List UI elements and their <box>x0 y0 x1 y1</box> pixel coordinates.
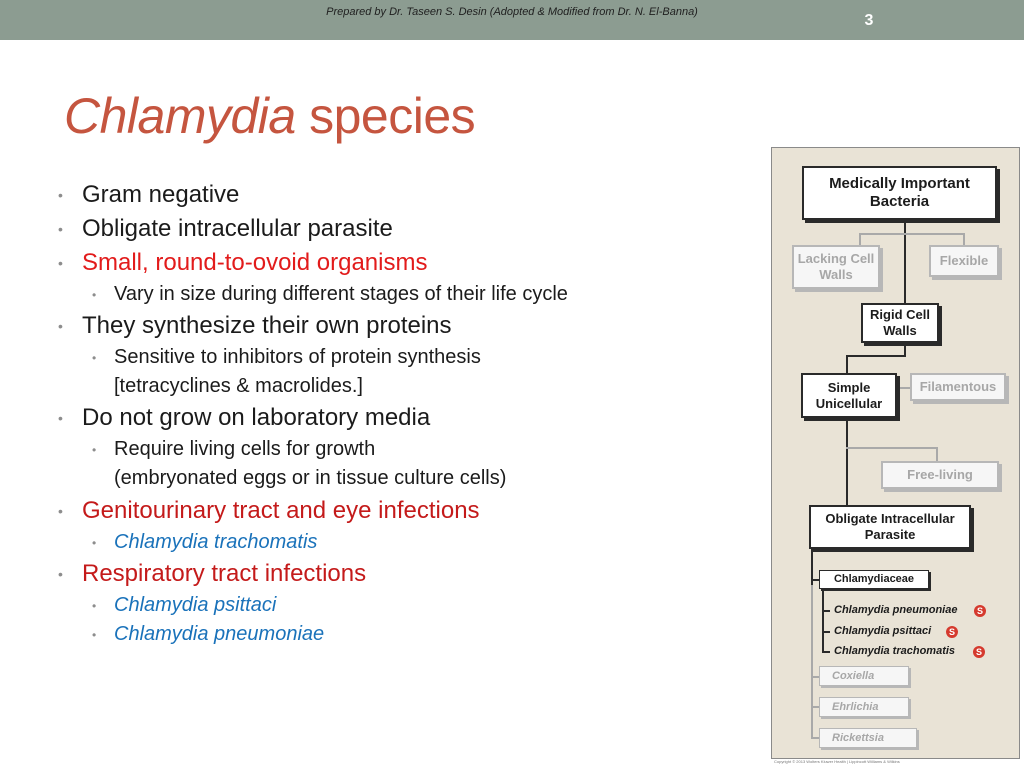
simple-unicellular-box: Simple Unicellular <box>801 373 897 418</box>
connector-line <box>936 447 938 461</box>
s-badge-icon: S <box>946 626 958 638</box>
chlamydiaceae-box: Chlamydiaceae <box>819 570 929 589</box>
species-label: Chlamydia pneumoniae <box>834 604 958 616</box>
header-bar: Prepared by Dr. Taseen S. Desin (Adopted… <box>0 0 1024 40</box>
page-number: 3 <box>864 12 874 29</box>
sub-bullet-item: •Chlamydia pneumoniae <box>92 623 325 645</box>
obligate-intracellular-box: Obligate Intracellular Parasite <box>809 505 971 549</box>
lacking-cell-walls-box: Lacking Cell Walls <box>792 245 880 289</box>
connector-line <box>904 343 906 355</box>
sub-bullet-item: •Vary in size during different stages of… <box>92 283 568 305</box>
s-badge-icon: S <box>973 646 985 658</box>
connector-line <box>896 387 910 389</box>
connector-line <box>811 549 813 585</box>
s-badge-icon: S <box>974 605 986 617</box>
bullet-item: •Genitourinary tract and eye infections <box>58 497 480 524</box>
connector-line <box>811 676 819 678</box>
connector-line <box>846 355 906 357</box>
root-box: Medically Important Bacteria <box>802 166 997 220</box>
rigid-cell-walls-box: Rigid Cell Walls <box>861 303 939 343</box>
connector-line <box>811 706 819 708</box>
species-label: Chlamydia trachomatis <box>834 645 956 657</box>
bullet-item: •They synthesize their own proteins <box>58 312 452 339</box>
bullet-icon: • <box>58 255 63 271</box>
bullet-icon: • <box>92 536 97 550</box>
connector-line <box>859 233 965 235</box>
bullet-item: •Gram negative <box>58 181 240 208</box>
bullet-icon: • <box>58 566 63 582</box>
sub-bullet-item: •Sensitive to inhibitors of protein synt… <box>92 346 481 368</box>
ehrlichia-box: Ehrlichia <box>819 697 909 717</box>
connector-line <box>822 589 824 651</box>
filamentous-box: Filamentous <box>910 373 1006 401</box>
bullet-icon: • <box>58 221 63 237</box>
bullet-icon: • <box>92 628 97 642</box>
bullet-icon: • <box>92 288 97 302</box>
connector-line <box>811 737 819 739</box>
classification-diagram: Medically Important Bacteria Lacking Cel… <box>771 147 1020 759</box>
sub-bullet-continuation: [tetracyclines & macrolides.] <box>114 375 363 397</box>
credit-text: Prepared by Dr. Taseen S. Desin (Adopted… <box>326 6 698 18</box>
bullet-icon: • <box>92 351 97 365</box>
connector-line <box>963 233 965 245</box>
connector-line <box>822 651 830 653</box>
bullet-icon: • <box>58 410 63 426</box>
bullet-icon: • <box>92 443 97 457</box>
connector-line <box>822 610 830 612</box>
slide-title: Chlamydia species <box>64 87 476 145</box>
connector-line <box>822 631 830 633</box>
connector-line <box>904 220 906 304</box>
copyright-text: Copyright © 2013 Wolters Kluwer Health |… <box>774 759 900 764</box>
sub-bullet-item: •Chlamydia trachomatis <box>92 531 318 553</box>
connector-line <box>846 418 848 505</box>
bullet-icon: • <box>58 503 63 519</box>
bullet-item: •Respiratory tract infections <box>58 560 367 587</box>
sub-bullet-continuation: (embryonated eggs or in tissue culture c… <box>114 467 507 489</box>
species-label: Chlamydia psittaci <box>834 625 932 637</box>
bullet-item: •Do not grow on laboratory media <box>58 404 431 431</box>
free-living-box: Free-living <box>881 461 999 489</box>
bullet-icon: • <box>58 187 63 203</box>
connector-line <box>859 233 861 245</box>
flexible-box: Flexible <box>929 245 999 277</box>
connector-line <box>811 585 813 739</box>
bullet-icon: • <box>58 318 63 334</box>
title-rest: species <box>295 88 476 144</box>
sub-bullet-item: •Require living cells for growth <box>92 438 376 460</box>
bullet-item: •Small, round-to-ovoid organisms <box>58 249 428 276</box>
rickettsia-box: Rickettsia <box>819 728 917 748</box>
coxiella-box: Coxiella <box>819 666 909 686</box>
connector-line <box>811 579 821 581</box>
bullet-list: •Gram negative •Obligate intracellular p… <box>58 181 568 645</box>
bullet-item: •Obligate intracellular parasite <box>58 215 393 242</box>
connector-line <box>846 355 848 373</box>
title-italic: Chlamydia <box>64 88 296 144</box>
bullet-icon: • <box>92 599 97 613</box>
connector-line <box>846 447 938 449</box>
sub-bullet-item: •Chlamydia psittaci <box>92 594 277 616</box>
